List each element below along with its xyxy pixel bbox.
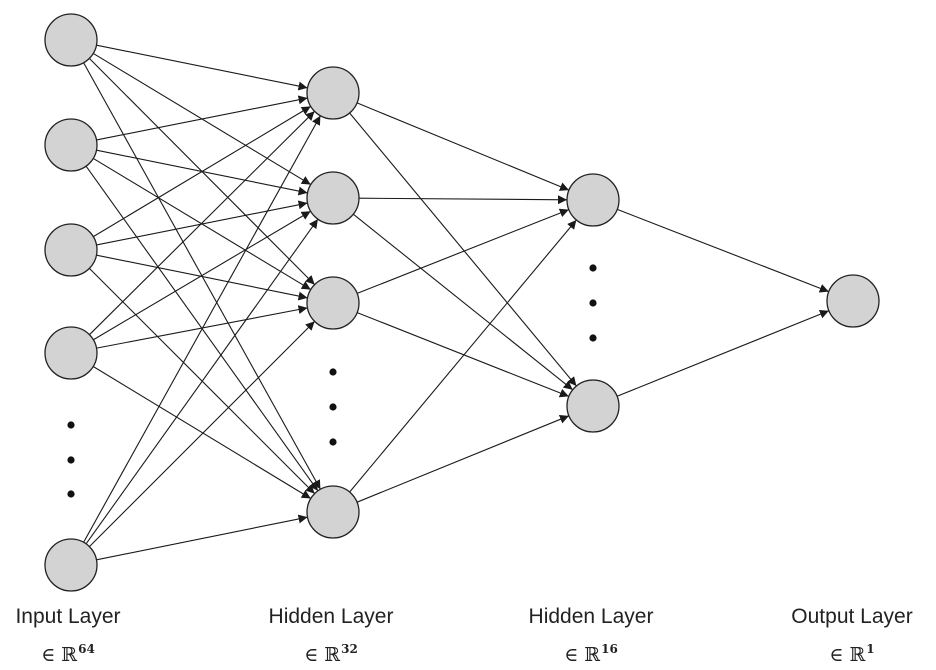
layer-dimension-output: ∈ ℝ1 (752, 636, 936, 668)
connection-hidden1-1-to-hidden2-0 (358, 195, 568, 205)
layer-name-hidden-2: Hidden Layer (528, 605, 654, 628)
ellipsis-dot-hidden1-0 (329, 368, 337, 376)
neuron-hidden2-0 (566, 173, 620, 227)
neuron-output-0 (826, 274, 880, 328)
connection-input-2-to-hidden1-1 (96, 200, 308, 246)
connection-hidden1-2-to-hidden2-1 (356, 312, 570, 398)
neuron-input-0 (44, 13, 98, 67)
set-symbol: ∈ ℝ (41, 644, 78, 666)
neuron-hidden2-1 (566, 379, 620, 433)
neuron-hidden1-0 (306, 66, 360, 120)
ellipsis-dot-hidden1-2 (329, 438, 337, 446)
neuron-hidden1-3 (306, 485, 360, 539)
ellipsis-dot-hidden1-1 (329, 403, 337, 411)
layer-label-input: Input Layer ∈ ℝ64 (0, 604, 168, 668)
set-symbol: ∈ ℝ (304, 644, 341, 666)
neuron-hidden1-2 (306, 276, 360, 330)
neurons (44, 13, 880, 592)
connection-input-3-to-hidden1-3 (92, 366, 312, 499)
ellipsis-dot-hidden2-0 (589, 264, 597, 272)
set-symbol: ∈ ℝ (564, 644, 601, 666)
connection-input-4-to-hidden1-0 (83, 115, 321, 543)
neuron-hidden1-1 (306, 171, 360, 225)
connection-input-4-to-hidden1-2 (88, 320, 316, 548)
dimension-exponent: 64 (78, 642, 95, 656)
connection-input-2-to-hidden1-0 (93, 105, 311, 238)
layer-label-hidden-1: Hidden Layer ∈ ℝ32 (231, 604, 431, 668)
connection-input-3-to-hidden1-0 (89, 110, 315, 336)
layer-name-input: Input Layer (15, 605, 121, 628)
connections (83, 44, 830, 561)
layer-dimension-hidden-2: ∈ ℝ16 (491, 636, 691, 668)
dimension-exponent: 1 (866, 642, 875, 656)
connection-hidden1-3-to-hidden2-1 (356, 415, 570, 503)
connection-hidden1-2-to-hidden2-0 (356, 208, 570, 294)
layer-dimension-hidden-1: ∈ ℝ32 (231, 636, 431, 668)
ellipsis-dot-input-1 (67, 456, 75, 464)
connection-hidden1-1-to-hidden2-1 (352, 213, 574, 391)
ellipsis-dot-input-0 (67, 421, 75, 429)
connection-hidden1-3-to-hidden2-0 (349, 219, 577, 493)
neuron-input-1 (44, 118, 98, 172)
layer-label-output: Output Layer ∈ ℝ1 (752, 604, 936, 668)
layer-name-output: Output Layer (791, 605, 913, 628)
dimension-exponent: 32 (341, 642, 358, 656)
connection-input-2-to-hidden1-2 (96, 254, 308, 301)
layer-name-hidden-1: Hidden Layer (268, 605, 394, 628)
neuron-input-3 (44, 326, 98, 380)
connection-input-4-to-hidden1-1 (85, 218, 319, 545)
set-symbol: ∈ ℝ (829, 644, 866, 666)
ellipsis-dot-input-2 (67, 490, 75, 498)
ellipsis-dot-hidden2-2 (589, 334, 597, 342)
neuron-input-2 (44, 223, 98, 277)
connection-hidden1-0-to-hidden2-0 (356, 102, 570, 191)
connection-hidden2-0-to-output-0 (617, 208, 829, 293)
dimension-exponent: 16 (601, 642, 618, 656)
connection-hidden2-1-to-output-0 (616, 309, 830, 397)
connection-hidden1-0-to-hidden2-1 (349, 112, 577, 387)
connection-input-1-to-hidden1-0 (96, 95, 308, 141)
ellipsis-dot-hidden2-1 (589, 299, 597, 307)
neuron-input-4 (44, 538, 98, 592)
connection-input-3-to-hidden1-1 (93, 210, 311, 341)
layer-label-hidden-2: Hidden Layer ∈ ℝ16 (491, 604, 691, 668)
connection-input-4-to-hidden1-3 (96, 514, 308, 561)
layer-dimension-input: ∈ ℝ64 (0, 636, 168, 668)
connection-input-0-to-hidden1-0 (96, 44, 308, 91)
ellipsis-markers (67, 264, 597, 498)
